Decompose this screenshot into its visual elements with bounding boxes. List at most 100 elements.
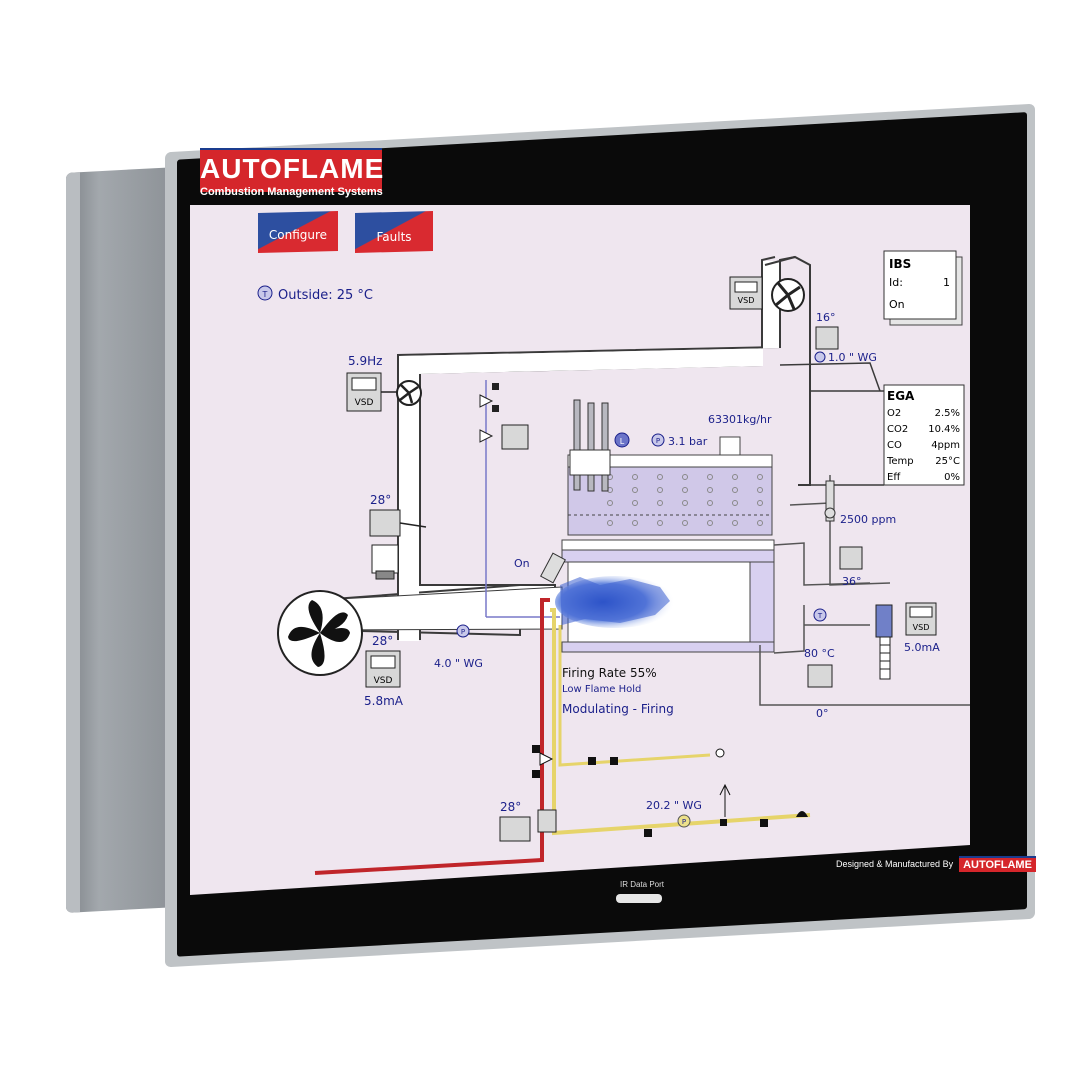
duct-fan: [396, 380, 422, 406]
svg-text:4ppm: 4ppm: [931, 440, 960, 451]
low-flame-hold: Low Flame Hold: [562, 684, 641, 695]
burner-vsd[interactable]: VSD: [365, 650, 401, 688]
ega-row: CO2 10.4%: [887, 424, 960, 435]
firing-rate: Firing Rate 55%: [562, 666, 657, 680]
air-pressure-icon: [456, 624, 470, 638]
air-duct-fill: [399, 261, 779, 641]
gas-pressure-icon: [677, 814, 691, 828]
feed-pump: [875, 604, 893, 680]
fan-frequency: 5.9Hz: [348, 354, 382, 368]
ega-row: CO 4ppm: [887, 440, 960, 451]
feed-valve-servo: [807, 664, 833, 688]
oxygen-ppm: 2500 ppm: [840, 513, 896, 526]
oil-line: [314, 598, 811, 875]
process-diagram: Configure Faults T Outside: 25 °C IBS Id…: [190, 205, 970, 895]
probe-sensor: [839, 546, 863, 570]
svg-text:25°C: 25°C: [935, 456, 960, 467]
air-pressure: 4.0 " WG: [434, 657, 483, 670]
svg-text:VSD: VSD: [738, 296, 755, 305]
svg-text:Eff: Eff: [887, 472, 901, 483]
steam-pressure: 3.1 bar: [668, 435, 708, 448]
pilot-valves: [479, 380, 560, 618]
manufacturer-mark: Designed & Manufactured By AUTOFLAME: [836, 856, 1036, 872]
level-probes: [569, 399, 611, 492]
svg-text:VSD: VSD: [913, 623, 930, 632]
ega-row: Eff 0%: [887, 472, 960, 483]
modulating-status: Modulating - Firing: [562, 702, 674, 716]
burner-head: [540, 552, 566, 584]
temperature-icon: [257, 285, 273, 301]
stack-pressure: 1.0 " WG: [828, 351, 877, 364]
damper-temperature: 28°: [370, 493, 391, 507]
ir-port-label: IR Data Port: [620, 880, 665, 889]
pump-current: 5.0mA: [904, 641, 940, 654]
top-fan: [771, 278, 805, 312]
manufacturer-logo: AUTOFLAME: [959, 856, 1036, 872]
gas-pressure: 20.2 " WG: [646, 799, 702, 812]
ibs-id-value: 1: [943, 276, 950, 289]
svg-text:O2: O2: [887, 408, 901, 419]
ir-data-port: [616, 894, 662, 903]
brand-tagline: Combustion Management Systems: [200, 186, 383, 198]
gas-temperature: 28°: [500, 800, 521, 814]
manufacturer-label: Designed & Manufactured By: [836, 859, 954, 869]
svg-text:L: L: [620, 437, 625, 446]
svg-text:P: P: [461, 628, 465, 636]
hmi-screen: Configure Faults T Outside: 25 °C IBS Id…: [190, 205, 970, 895]
svg-text:0%: 0%: [944, 472, 960, 483]
svg-text:Temp: Temp: [886, 456, 914, 467]
svg-text:T: T: [262, 290, 268, 299]
device-side-panel: [66, 167, 176, 913]
flame-core: [560, 577, 670, 625]
svg-text:VSD: VSD: [355, 398, 374, 408]
ega-row: Temp 25°C: [886, 456, 960, 467]
ega-row: O2 2.5%: [887, 408, 960, 419]
stack-temperature: 16°: [816, 311, 836, 324]
autoflame-logo: AUTOFLAME: [200, 148, 385, 192]
svg-text:P: P: [682, 818, 686, 826]
faults-button[interactable]: Faults: [355, 211, 433, 253]
configure-button[interactable]: Configure: [258, 211, 338, 253]
water-temperature-icon: [813, 608, 827, 622]
level-icon: [614, 432, 630, 448]
svg-text:CO2: CO2: [887, 424, 908, 435]
ibs-panel[interactable]: IBS Id: 1 On: [883, 250, 963, 326]
steam-flow: 63301kg/hr: [708, 413, 772, 426]
svg-text:P: P: [656, 437, 660, 445]
ega-title: EGA: [887, 389, 915, 403]
burner-fan-temperature: 28°: [372, 634, 393, 648]
valve-angle: 0°: [816, 707, 829, 720]
svg-text:CO: CO: [887, 440, 902, 451]
steam-pressure-icon: [651, 433, 665, 447]
burner-vsd-current: 5.8mA: [364, 694, 404, 708]
outside-temperature-label: Outside: 25 °C: [278, 288, 373, 303]
gas-valve-train: [532, 745, 808, 837]
svg-text:T: T: [817, 612, 823, 620]
configure-button-label: Configure: [269, 228, 327, 242]
stack-duct: [764, 255, 811, 486]
ibs-id-label: Id:: [889, 276, 903, 289]
pump-vsd[interactable]: VSD: [905, 602, 937, 636]
faults-button-label: Faults: [376, 230, 411, 244]
water-temperature: 80 °C: [804, 647, 835, 660]
feedwater-piping: [759, 475, 970, 706]
gas-servo[interactable]: [499, 816, 531, 842]
svg-text:2.5%: 2.5%: [935, 408, 960, 419]
probe-temperature: 36°: [842, 575, 862, 588]
stack-sensor: [815, 326, 839, 350]
ega-panel[interactable]: EGA O2 2.5% CO2 10.4% CO 4ppm Temp 25°C …: [883, 384, 965, 486]
ibs-title: IBS: [889, 257, 911, 271]
outside-temperature: T Outside: 25 °C: [257, 285, 373, 303]
burner-fan: [277, 590, 363, 676]
device-side-edge: [66, 172, 80, 913]
logo-text: AUTOFLAME: [200, 153, 385, 184]
top-fan-vsd[interactable]: VSD: [729, 276, 763, 310]
svg-text:10.4%: 10.4%: [928, 424, 960, 435]
damper-servo[interactable]: [369, 509, 401, 580]
ibs-status: On: [889, 298, 905, 311]
ega-lines: [779, 362, 884, 486]
fan-vsd[interactable]: VSD: [346, 372, 382, 412]
svg-text:VSD: VSD: [374, 676, 393, 686]
stack-pressure-icon: [814, 351, 826, 363]
o2-probe: [824, 480, 836, 522]
